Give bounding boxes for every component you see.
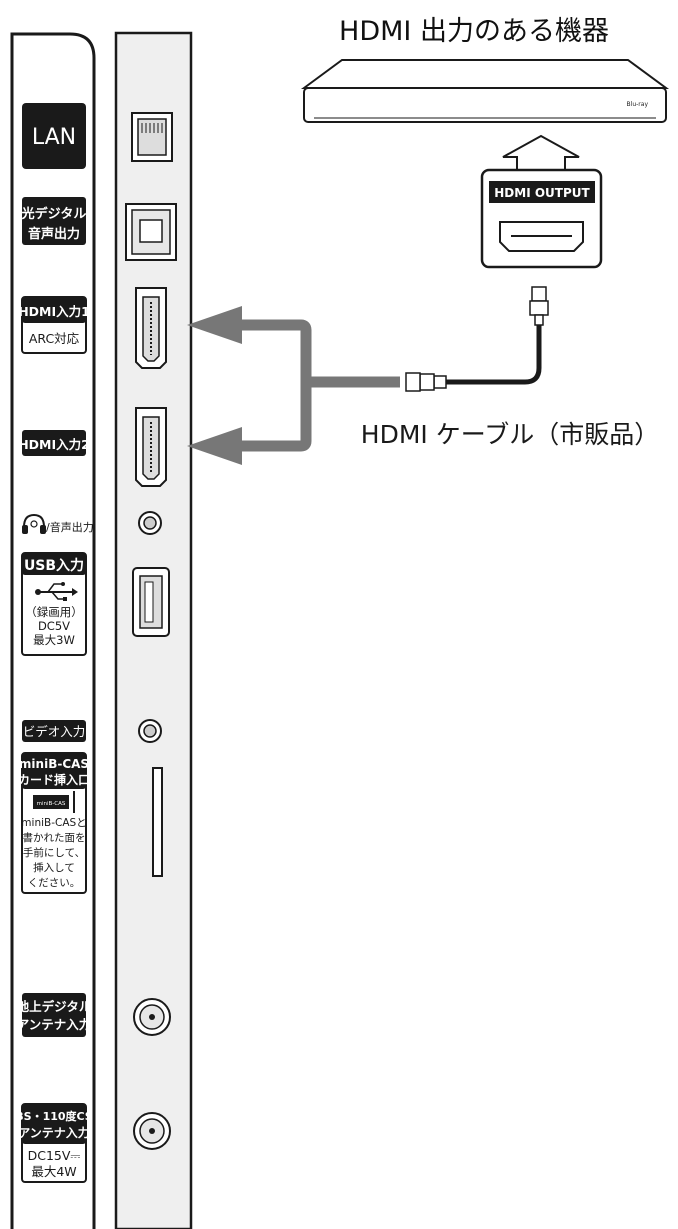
bluray-logo: Blu-ray — [627, 101, 649, 108]
hdmi1-label: HDMI入力1 — [18, 304, 90, 319]
device-title: HDMI 出力のある機器 — [339, 16, 609, 47]
terrestrial-label-box — [22, 993, 86, 1037]
device-hdmi-output-panel: HDMI OUTPUT — [480, 168, 603, 269]
bs-antenna-port — [133, 1112, 171, 1150]
video-label: ビデオ入力 — [23, 724, 86, 739]
external-device: Blu-ray — [300, 59, 670, 123]
bs-power-2: 最大4W — [31, 1164, 76, 1179]
bcas-slot-label: miniB-CAS カード挿入口 miniB-CAS miniB-CASと 書か… — [18, 752, 90, 894]
bs-antenna-label: BS・110度CS アンテナ入力 DC15V⎓ 最大4W — [15, 1103, 93, 1183]
hdmi2-label-box — [22, 430, 86, 456]
hdmi1-port-label: HDMI入力1 ARC対応 — [18, 296, 90, 354]
bcas-card-text: miniB-CAS — [37, 801, 66, 807]
usb-icon — [35, 582, 78, 601]
video-label-box — [22, 720, 86, 742]
arrow-to-hdmi1 — [187, 306, 242, 344]
hdmi2-label: HDMI入力2 — [18, 437, 90, 452]
usb-note-2: DC5V — [38, 619, 70, 633]
connection-arrows — [187, 306, 400, 465]
lan-port-inner — [137, 118, 167, 156]
terrestrial-antenna-label: 地上デジタル アンテナ入力 — [17, 993, 92, 1037]
video-port-label: ビデオ入力 — [22, 720, 86, 742]
hdmi-output-label: HDMI OUTPUT — [494, 186, 590, 200]
terrestrial-label-2: アンテナ入力 — [17, 1017, 92, 1032]
hdmi1-sublabel: ARC対応 — [29, 331, 80, 346]
bs-power-1: DC15V⎓ — [28, 1148, 81, 1163]
bs-label-2: アンテナ入力 — [18, 1125, 90, 1140]
cable-label: HDMI ケーブル（市販品） — [361, 420, 659, 449]
usb-port — [132, 567, 170, 637]
optical-port-label: 光デジタル 音声出力 — [21, 197, 87, 245]
arrow-to-hdmi2 — [187, 427, 242, 465]
lan-label-box — [22, 103, 86, 169]
output-direction-arrow — [502, 134, 580, 171]
headphone-jack — [138, 511, 162, 535]
device-top — [300, 59, 670, 89]
usb-note-1: （録画用） — [25, 605, 83, 619]
headphone-label: /音声出力 — [46, 520, 94, 534]
bcas-slot — [152, 767, 163, 877]
optical-port — [125, 203, 177, 261]
usb-label: USB入力 — [24, 557, 84, 574]
headphone-icon — [22, 513, 46, 534]
optical-port-socket — [139, 219, 163, 243]
headphone-port-label: /音声出力 — [22, 513, 94, 534]
usb-port-label: USB入力 （録画用） DC5V 最大3W — [21, 552, 87, 656]
bcas-note-2: 書かれた面を — [23, 831, 86, 844]
video-jack — [138, 719, 162, 743]
device-front — [303, 87, 667, 123]
bcas-note-5: ください。 — [28, 877, 81, 889]
terrestrial-label-1: 地上デジタル — [17, 999, 92, 1014]
hdmi2-port — [135, 407, 167, 487]
bcas-card-icon: miniB-CAS — [33, 791, 75, 813]
connection-path — [238, 319, 400, 452]
bcas-note-1: miniB-CASと — [21, 817, 86, 829]
bcas-label-1: miniB-CAS — [19, 757, 89, 771]
bcas-note-3: 手前にして、 — [23, 846, 85, 859]
optical-label-line1: 光デジタル — [21, 206, 87, 222]
hdmi2-port-label: HDMI入力2 — [18, 430, 90, 456]
optical-label-line2: 音声出力 — [28, 226, 80, 242]
hdmi-output-label-box — [489, 181, 595, 203]
bcas-label-2: カード挿入口 — [18, 772, 90, 787]
hdmi1-port — [135, 287, 167, 369]
hdmi-cable — [405, 286, 549, 392]
usb-note-3: 最大3W — [33, 633, 75, 647]
bcas-note-4: 挿入して — [33, 861, 75, 874]
lan-label: LAN — [32, 125, 76, 150]
optical-label-box — [22, 197, 86, 245]
lan-port-label: LAN — [22, 103, 86, 169]
lan-port — [131, 112, 173, 162]
bs-label-1: BS・110度CS — [15, 1109, 93, 1123]
terrestrial-antenna-port — [133, 998, 171, 1036]
